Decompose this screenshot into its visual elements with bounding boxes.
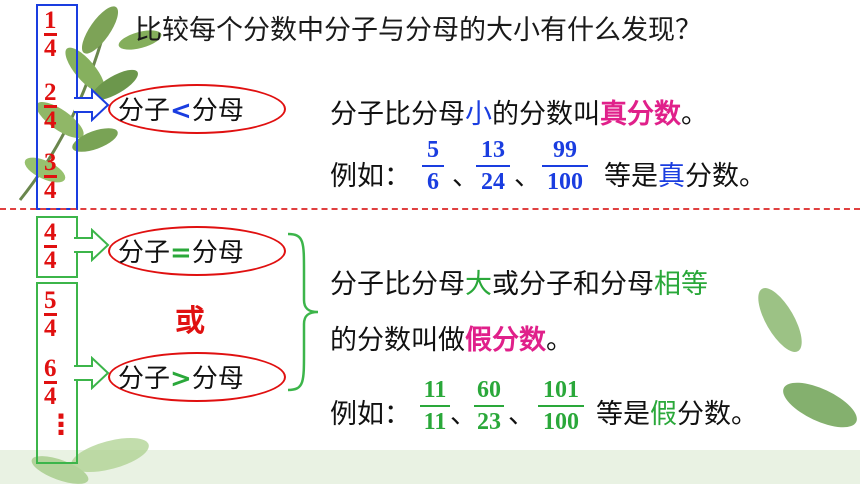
separator: 、 [514,161,541,192]
proper-fraction-group-box [36,4,78,210]
proper-definition: 分子比分母小的分数叫真分数。 [330,99,708,130]
comparison-lt: 分子<分母 [118,96,244,126]
fraction-ellipsis: ⋮ [47,408,75,441]
section-divider [0,208,860,210]
improper-example-label: 例如： [330,399,411,430]
proper-example-label: 例如： [330,161,411,192]
arrow-right-icon [74,228,110,262]
separator: 、 [508,399,535,430]
comparison-oval-lt [108,84,286,134]
separator: 、 [452,161,479,192]
leaf-right-icon [758,288,857,428]
comparison-eq: 分子=分母 [118,238,244,268]
comparison-gt: 分子>分母 [118,364,244,394]
separator: 、 [450,399,477,430]
proper-example-suffix: 等是真分数。 [604,161,766,192]
page-title: 比较每个分数中分子与分母的大小有什么发现？ [135,15,702,46]
comparison-oval-gt [108,352,286,402]
improper-example-suffix: 等是假分数。 [596,399,758,430]
brace-icon [287,232,319,392]
comparison-oval-eq [108,226,286,276]
improper-definition-line1: 分子比分母大或分子和分母相等 [330,269,708,300]
improper-definition-line2: 的分数叫做假分数。 [330,325,573,356]
or-label: 或 [175,304,205,339]
equal-fraction-box [36,216,78,278]
